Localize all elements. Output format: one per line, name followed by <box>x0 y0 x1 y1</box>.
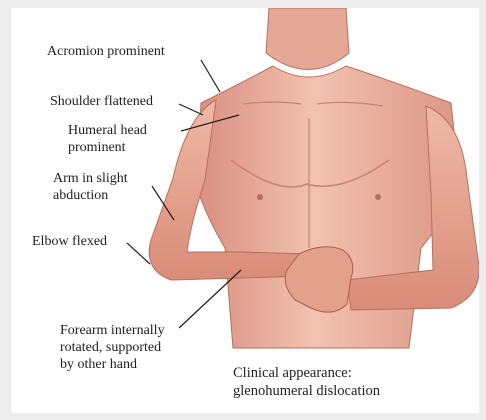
label-forearm-line2: rotated, supported <box>60 339 161 356</box>
label-elbow-flexed: Elbow flexed <box>32 233 107 250</box>
nipple-right <box>375 194 381 200</box>
leader-acromion <box>201 60 220 92</box>
label-humeral-head-line2: prominent <box>68 139 126 156</box>
label-acromion-prominent: Acromion prominent <box>47 43 165 60</box>
label-shoulder-flattened: Shoulder flattened <box>50 93 153 110</box>
label-arm-abduction-line2: abduction <box>53 187 108 204</box>
nipple-left <box>257 194 263 200</box>
leader-shoulder <box>179 104 203 115</box>
caption-line1: Clinical appearance: <box>233 364 352 382</box>
label-forearm-line1: Forearm internally <box>60 322 165 339</box>
label-forearm-line3: by other hand <box>60 356 137 373</box>
label-humeral-head-line1: Humeral head <box>68 122 147 139</box>
label-arm-abduction-line1: Arm in slight <box>53 170 128 187</box>
illustration-panel: Acromion prominent Shoulder flattened Hu… <box>11 8 479 413</box>
neck <box>266 8 349 70</box>
leader-elbow <box>127 243 150 264</box>
caption-line2: glenohumeral dislocation <box>233 382 380 400</box>
